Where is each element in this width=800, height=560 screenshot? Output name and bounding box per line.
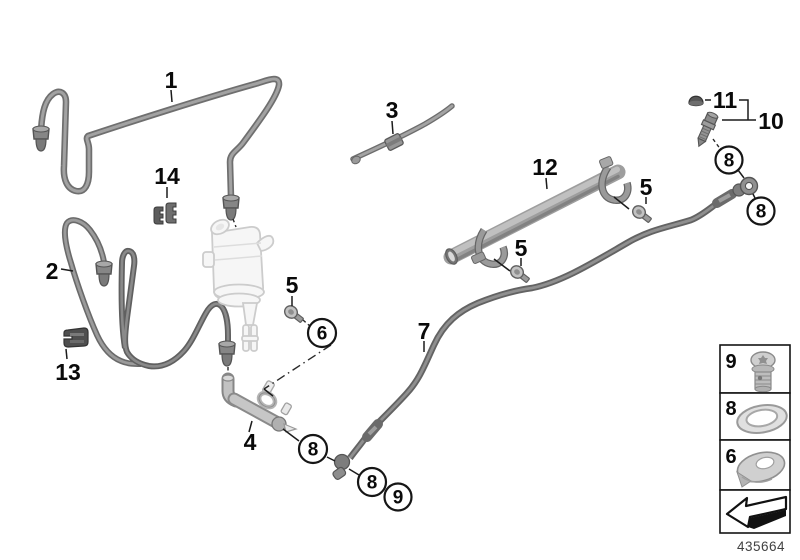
callout-1[interactable]: 1 [165,67,178,93]
callout-10[interactable]: 10 [758,108,784,134]
svg-text:8: 8 [756,202,767,223]
distributor-4-drawing [221,372,298,433]
sealing-washer-icon [736,404,788,434]
pipe-1-right-fitting [222,194,240,221]
legend-row-retaining-clip[interactable]: 6 [719,439,791,491]
lower-pipe-fitting [218,340,236,367]
brake-hose-7-drawing [332,176,759,480]
screw-5-rail-end [629,202,655,227]
callout-11[interactable]: 11 [713,87,738,113]
banjo-bolt-icon [750,351,776,393]
bleeder-valve-10-drawing [697,111,719,148]
svg-text:8: 8 [367,473,378,494]
circled-callout-8-distributor[interactable]: 8 [297,433,329,465]
hose-lower-banjo-eye [332,466,347,480]
pipe1-to-cylinder-dash [232,218,237,228]
legend-panel: 9 8 6 [719,344,791,534]
cable-tie-3-drawing [350,103,455,165]
legend-row-banjo-bolt[interactable]: 9 [719,344,791,394]
cable-tie-head [384,133,404,151]
svg-text:9: 9 [725,351,736,373]
protection-rail-12-drawing [443,156,632,268]
callout-4[interactable]: 4 [244,429,257,455]
circled-callout-8-valve[interactable]: 8 [714,145,744,175]
callout-14[interactable]: 14 [154,163,180,189]
pipe-2-fitting [95,260,113,287]
brake-pipe-2-drawing [61,217,142,367]
callout-5-master-cylinder[interactable]: 5 [286,272,299,298]
callout-3[interactable]: 3 [386,97,399,123]
circled-callout-9[interactable]: 9 [383,482,413,512]
retaining-clip-icon [736,451,786,488]
clip-13-drawing [63,327,89,348]
svg-text:8: 8 [724,151,735,172]
callout-5-rail-end[interactable]: 5 [640,174,653,200]
screw-5-rail-mid [507,262,533,287]
master-cylinder-ghost [202,218,275,352]
svg-text:6: 6 [317,324,328,345]
callout-7[interactable]: 7 [418,318,431,344]
legend-row-sealing-washer[interactable]: 8 [719,392,791,441]
legend-row-direction-arrow[interactable] [719,489,791,534]
svg-text:9: 9 [393,488,404,509]
brake-pipe-lower-drawing [118,247,236,370]
pipe-1-left-fitting [32,125,50,152]
circled-callout-8-hose-upper[interactable]: 8 [746,196,776,226]
svg-text:8: 8 [725,398,736,420]
valve-cap-11-drawing [688,95,704,107]
callout-5-rail-mid[interactable]: 5 [515,235,528,261]
callout-13[interactable]: 13 [55,359,81,385]
circled-callout-8-hose-lower[interactable]: 8 [356,466,388,498]
diagram-part-number: 435664 [737,539,785,554]
svg-text:6: 6 [725,446,736,468]
svg-text:8: 8 [308,440,319,461]
screw-5-master-cylinder [281,302,307,327]
brake-pipe-1-drawing [32,75,283,221]
clip-14-drawing [153,202,177,225]
callout-12[interactable]: 12 [532,154,558,180]
callout-2[interactable]: 2 [46,258,59,284]
leader-lines [60,89,757,476]
circled-callout-6[interactable]: 6 [306,317,338,349]
direction-arrow-icon [725,495,788,529]
